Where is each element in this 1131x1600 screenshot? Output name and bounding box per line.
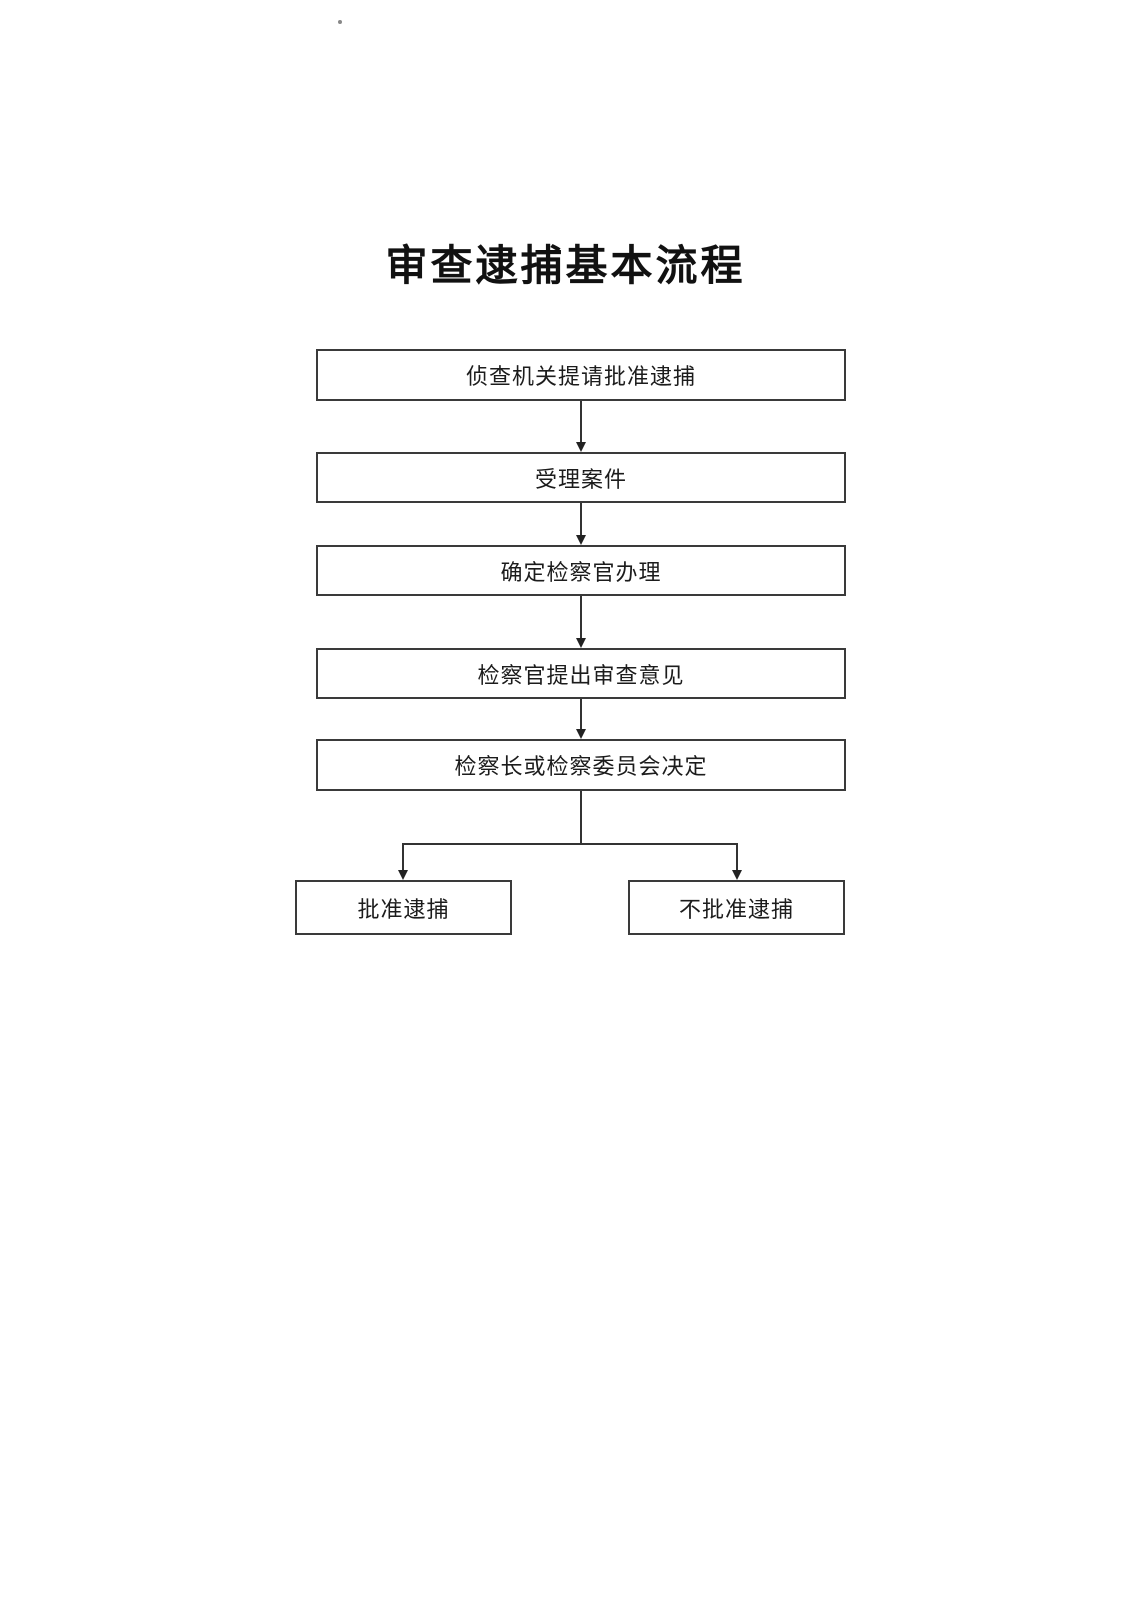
flow-node-request-approval: 侦查机关提请批准逮捕 [316,349,846,401]
flow-node-approve-arrest: 批准逮捕 [295,880,512,935]
flow-node-prosecutor-opinion: 检察官提出审查意见 [316,648,846,699]
page-title: 审查逮捕基本流程 [385,244,746,290]
arrow-head-3 [576,638,586,648]
flow-node-disapprove-arrest: 不批准逮捕 [628,880,845,935]
branch-right-arrow-head [732,870,742,880]
flow-node-accept-case: 受理案件 [316,452,846,503]
arrow-head-2 [576,535,586,545]
branch-left-arrow-head [398,870,408,880]
arrow-head-4 [576,729,586,739]
flow-node-chief-decision: 检察长或检察委员会决定 [316,739,846,791]
arrow-head-1 [576,442,586,452]
scan-artifact-dot [338,20,342,24]
flow-node-assign-prosecutor: 确定检察官办理 [316,545,846,596]
